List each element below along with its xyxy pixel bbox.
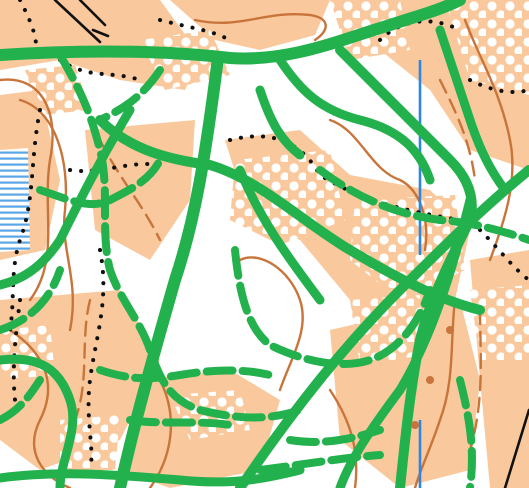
knoll xyxy=(446,326,454,334)
track xyxy=(0,105,135,290)
knolls xyxy=(411,326,454,429)
track xyxy=(95,115,485,315)
marsh-area xyxy=(0,148,30,252)
contour-lines xyxy=(0,13,514,488)
footpath xyxy=(126,416,234,429)
vegetation-boundary xyxy=(378,19,462,42)
rough-open-areas xyxy=(0,0,529,470)
footpath xyxy=(0,376,44,424)
knoll xyxy=(426,376,434,384)
rough-open-area xyxy=(230,150,345,245)
fence xyxy=(53,0,102,44)
footpath xyxy=(231,246,434,369)
track xyxy=(255,85,305,160)
contour-line xyxy=(73,298,92,422)
vegetation-boundary xyxy=(478,228,529,282)
footpath xyxy=(286,426,384,446)
track xyxy=(275,55,435,185)
open-land-area xyxy=(470,250,529,488)
fence xyxy=(503,408,529,488)
footpath xyxy=(316,166,529,244)
footpath xyxy=(56,51,304,422)
footpath xyxy=(36,156,164,209)
vegetation-boundary xyxy=(68,162,162,173)
vegetation-boundary xyxy=(8,108,42,332)
contour-line xyxy=(328,118,428,252)
track xyxy=(0,0,466,65)
footpath xyxy=(0,266,64,334)
footpath xyxy=(96,366,274,383)
contour-line xyxy=(438,78,477,182)
fence-features xyxy=(53,0,529,488)
vegetation-boundary xyxy=(158,18,232,42)
vegetation-boundary xyxy=(468,78,529,94)
footpath xyxy=(96,66,164,124)
track xyxy=(0,465,305,487)
track xyxy=(0,354,78,488)
footpath xyxy=(456,376,476,488)
fence xyxy=(78,0,107,27)
open-land-area xyxy=(170,0,330,50)
contour-line xyxy=(18,98,74,332)
contour-line xyxy=(193,13,327,42)
contour-line xyxy=(463,18,514,262)
track xyxy=(435,25,510,195)
vegetation-boundary xyxy=(86,248,106,472)
open-land-area xyxy=(0,0,200,90)
rough-open-area xyxy=(470,285,529,360)
rough-open-area xyxy=(350,295,425,365)
fence-tag xyxy=(91,28,110,38)
footpath xyxy=(256,451,384,474)
track xyxy=(235,165,529,488)
track xyxy=(235,165,325,305)
contour-line xyxy=(238,256,304,392)
knoll xyxy=(411,421,419,429)
